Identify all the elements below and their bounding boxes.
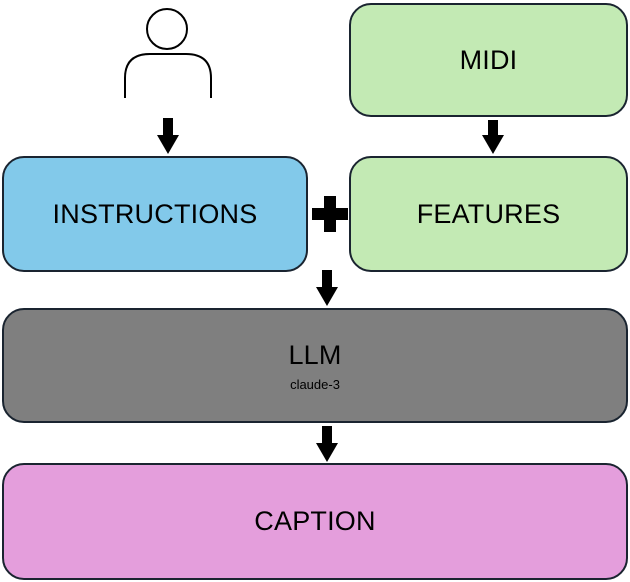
caption-box: CAPTION [2, 463, 628, 580]
midi-label: MIDI [459, 44, 518, 75]
features-label: FEATURES [416, 198, 561, 229]
arrow-midi-to-features [482, 120, 504, 154]
llm-box: LLM claude-3 [2, 308, 628, 423]
llm-model-label: claude-3 [290, 376, 340, 392]
midi-box: MIDI [349, 3, 628, 117]
arrow-llm-to-caption [316, 426, 338, 462]
caption-label: CAPTION [254, 506, 376, 536]
plus-icon [312, 196, 348, 232]
llm-label: LLM [288, 339, 342, 370]
person-icon [124, 8, 212, 98]
instructions-label: INSTRUCTIONS [52, 198, 258, 229]
arrow-to-llm [316, 270, 338, 306]
features-box: FEATURES [349, 156, 628, 272]
instructions-box: INSTRUCTIONS [2, 156, 308, 272]
arrow-user-to-instructions [157, 118, 179, 154]
